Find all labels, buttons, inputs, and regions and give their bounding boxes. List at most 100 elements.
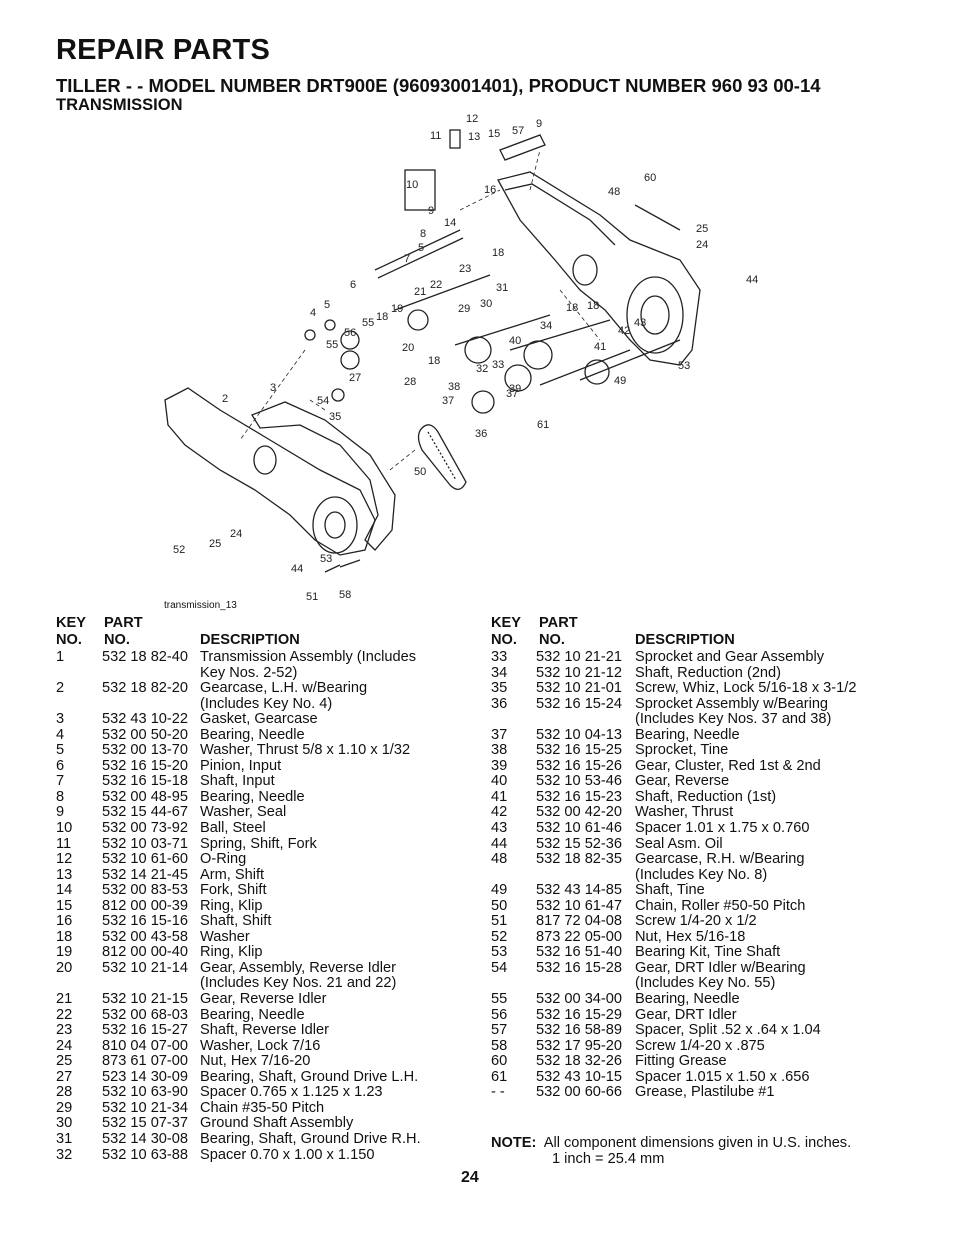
callout-label: 16 [484, 184, 496, 196]
part-number: 532 00 43-58 [102, 928, 189, 945]
callout-label: 54 [317, 395, 329, 407]
part-description: Nut, Hex 7/16-20 [200, 1053, 311, 1070]
callout-label: 3 [270, 382, 276, 394]
callout-label: 18 [566, 302, 578, 314]
part-key-number: 10 [56, 820, 73, 837]
part-number: 532 15 07-37 [102, 1115, 189, 1132]
part-key-number: 48 [491, 851, 508, 868]
part-key-number: 42 [491, 804, 508, 821]
callout-label: 18 [492, 247, 504, 259]
part-key-number: 16 [56, 913, 73, 930]
part-description: Bearing, Needle [200, 1006, 305, 1023]
part-number: 812 00 00-40 [102, 944, 189, 961]
callout-label: 35 [329, 411, 341, 423]
gear [471, 390, 495, 414]
part-description: Grease, Plastilube #1 [635, 1084, 775, 1101]
gear [407, 309, 429, 331]
part-key-number: 24 [56, 1037, 73, 1054]
callout-label: 24 [230, 528, 242, 540]
part-number: 532 16 51-40 [536, 944, 623, 961]
part-description: Spacer 1.01 x 1.75 x 0.760 [635, 820, 810, 837]
part-description: Gear, DRT Idler [635, 1006, 737, 1023]
part-key-number: 53 [491, 944, 508, 961]
callout-label: 51 [306, 591, 318, 603]
gearcase-left [164, 387, 376, 556]
part-number: 532 43 10-15 [536, 1068, 623, 1085]
part-number: 532 43 10-22 [102, 711, 189, 728]
part-description: O-Ring [200, 851, 247, 868]
part-number: 532 10 21-21 [536, 649, 623, 665]
note-label: NOTE: [491, 1135, 537, 1151]
callout-label: 15 [488, 128, 500, 140]
gear [340, 330, 360, 350]
callout-label: 28 [404, 376, 416, 388]
part-description: Pinion, Input [200, 757, 282, 774]
gear [340, 350, 360, 370]
part-key-number: 25 [56, 1053, 73, 1070]
part-number: 873 61 07-00 [102, 1053, 189, 1070]
part-key-number: 58 [491, 1037, 508, 1054]
part-number: 532 00 48-95 [102, 788, 189, 805]
part-number: 532 16 58-89 [536, 1022, 623, 1039]
part-key-number: 56 [491, 1006, 508, 1023]
part-description: Arm, Shift [200, 866, 265, 883]
part-key-number: 40 [491, 773, 508, 790]
callout-label: 19 [391, 303, 403, 315]
part-number: 523 14 30-09 [102, 1068, 189, 1085]
part-description: Ground Shaft Assembly [200, 1115, 354, 1132]
part-number: 532 16 15-26 [536, 757, 623, 774]
callout-label: 22 [430, 279, 442, 291]
part-key-number: - - [491, 1084, 505, 1101]
part-key-number: 34 [491, 664, 508, 681]
part-key-number: 60 [491, 1053, 508, 1070]
callout-label: 38 [448, 381, 460, 393]
callout-label: 36 [475, 428, 487, 440]
gear [584, 359, 610, 385]
part-description: Ring, Klip [200, 897, 263, 914]
callout-label: 14 [444, 217, 456, 229]
header-part-no: NO. [104, 632, 130, 648]
part-key-number: 29 [56, 1099, 73, 1116]
section-title: TRANSMISSION [56, 96, 183, 114]
part-key-number: 32 [56, 1146, 73, 1163]
part-description: Washer, Thrust 5/8 x 1.10 x 1/32 [200, 742, 411, 759]
page-number: 24 [461, 1169, 479, 1186]
part-key-number: 9 [56, 804, 65, 821]
callout-label: 37 [506, 388, 518, 400]
part-description: Chain, Roller #50-50 Pitch [635, 897, 806, 914]
header-key: KEY [491, 615, 522, 631]
part-key-number: 28 [56, 1084, 73, 1101]
callout-label: 25 [209, 538, 221, 550]
part-number: 532 10 21-34 [102, 1099, 189, 1116]
callout-label: 6 [350, 279, 356, 291]
part-key-number: 35 [491, 680, 508, 697]
callout-label: 4 [310, 307, 316, 319]
part-description: Bearing, Shaft, Ground Drive R.H. [200, 1130, 421, 1147]
part-key-number: 5 [56, 742, 65, 759]
part-key-number: 27 [56, 1068, 73, 1085]
part-number: 532 10 03-71 [102, 835, 189, 852]
part-number: 817 72 04-08 [536, 913, 623, 930]
diagram-caption: transmission_13 [164, 600, 237, 611]
callout-label: 18 [587, 300, 599, 312]
part-description: Washer, Lock 7/16 [200, 1037, 321, 1054]
callout-label: 55 [362, 317, 374, 329]
part-key-number: 1 [56, 649, 65, 665]
part-key-number: 44 [491, 835, 508, 852]
part-number: 532 10 21-15 [102, 991, 189, 1008]
callout-label: 42 [618, 325, 630, 337]
